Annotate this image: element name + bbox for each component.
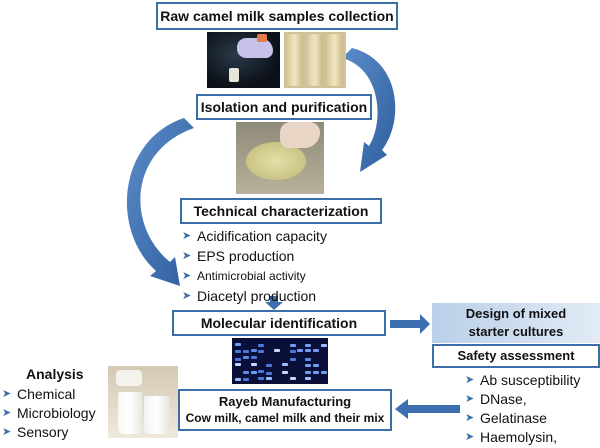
chevron-right-icon: ➤ bbox=[182, 230, 192, 242]
gel-band bbox=[242, 378, 249, 381]
gel-band bbox=[281, 371, 288, 374]
list-item: ➤Sensory bbox=[2, 424, 69, 440]
gel-band bbox=[235, 378, 241, 381]
sampling-photo bbox=[207, 32, 280, 88]
chevron-right-icon: ➤ bbox=[465, 431, 475, 443]
list-item: ➤EPS production bbox=[182, 248, 295, 264]
gel-band bbox=[235, 343, 241, 346]
design-box: Design of mixed starter cultures bbox=[432, 303, 600, 343]
gel-band bbox=[313, 349, 319, 352]
gel-band bbox=[313, 364, 319, 367]
isolation-box: Isolation and purification bbox=[196, 94, 372, 120]
dna-gel-photo bbox=[232, 338, 328, 384]
gel-band bbox=[242, 356, 249, 359]
gel-band bbox=[235, 350, 241, 353]
gel-band bbox=[266, 377, 273, 380]
safety-list: ➤Ab susceptibility ➤DNase, ➤Gelatinase ➤… bbox=[465, 371, 580, 447]
gel-band bbox=[305, 344, 312, 347]
gel-band bbox=[281, 363, 288, 366]
gel-band bbox=[305, 364, 312, 367]
gel-band bbox=[305, 349, 312, 352]
design-line-2: starter cultures bbox=[468, 324, 564, 339]
chevron-right-icon: ➤ bbox=[465, 412, 475, 424]
glass-shape bbox=[144, 396, 170, 434]
bottle-shape bbox=[229, 68, 239, 82]
gel-band bbox=[289, 358, 296, 361]
analysis-title: Analysis bbox=[26, 366, 84, 382]
gel-band bbox=[274, 349, 280, 352]
gel-band bbox=[250, 349, 257, 352]
gel-band bbox=[305, 371, 312, 374]
list-item: ➤Microbiology bbox=[2, 405, 96, 421]
gel-band bbox=[242, 371, 249, 374]
technical-box: Technical characterization bbox=[180, 198, 382, 224]
technical-list: ➤Acidification capacity ➤EPS production … bbox=[182, 226, 327, 306]
list-item: ➤Chemical bbox=[2, 386, 76, 402]
gel-band bbox=[305, 377, 312, 380]
chevron-right-icon: ➤ bbox=[182, 250, 192, 262]
list-item: ➤DNase, bbox=[465, 391, 527, 407]
gel-band bbox=[289, 377, 296, 380]
gel-band bbox=[297, 349, 304, 352]
gel-band bbox=[242, 350, 249, 353]
design-line-1: Design of mixed bbox=[465, 306, 567, 321]
gel-band bbox=[250, 371, 257, 374]
molecular-box: Molecular identification bbox=[172, 310, 386, 336]
list-item: ➤Diacetyl production bbox=[182, 288, 317, 304]
list-item: ➤Ab susceptibility bbox=[465, 372, 581, 388]
collection-box: Raw camel milk samples collection bbox=[156, 2, 398, 30]
tube-shape bbox=[307, 34, 323, 86]
gel-band bbox=[258, 344, 265, 347]
gel-band bbox=[320, 344, 327, 347]
chevron-right-icon: ➤ bbox=[465, 393, 475, 405]
milk-glasses-photo bbox=[108, 366, 178, 438]
hand-shape bbox=[280, 122, 320, 148]
cap-shape bbox=[257, 34, 267, 42]
gel-band bbox=[313, 371, 319, 374]
glass-shape bbox=[118, 392, 142, 434]
gel-band bbox=[258, 370, 265, 373]
gel-band bbox=[289, 350, 296, 353]
gel-band bbox=[235, 358, 241, 361]
sample-tubes-photo bbox=[284, 32, 346, 88]
gel-band bbox=[235, 363, 241, 366]
gel-band bbox=[250, 356, 257, 359]
gel-band bbox=[289, 344, 296, 347]
pitcher-shape bbox=[116, 370, 142, 386]
list-item: ➤Antimicrobial activity bbox=[182, 266, 327, 286]
petri-dish-photo bbox=[236, 122, 324, 194]
list-item: ➤Gelatinase bbox=[465, 410, 547, 426]
gel-band bbox=[258, 350, 265, 353]
rayeb-title: Rayeb Manufacturing bbox=[218, 394, 352, 409]
right-arrow-icon bbox=[390, 314, 430, 334]
gel-band bbox=[305, 358, 312, 361]
safety-box: Safety assessment bbox=[432, 344, 600, 368]
list-item: ➤Acidification capacity bbox=[182, 228, 327, 244]
dish-shape bbox=[246, 142, 306, 180]
left-arrow-icon bbox=[395, 399, 460, 419]
gel-band bbox=[266, 372, 273, 375]
chevron-right-icon: ➤ bbox=[2, 426, 12, 438]
chevron-right-icon: ➤ bbox=[182, 290, 192, 302]
rayeb-subtitle: Cow milk, camel milk and their mix bbox=[185, 411, 385, 425]
analysis-list: ➤Chemical ➤Microbiology ➤Sensory bbox=[2, 385, 96, 442]
rayeb-box: Rayeb Manufacturing Cow milk, camel milk… bbox=[178, 389, 392, 431]
gel-band bbox=[266, 364, 273, 367]
gel-band bbox=[258, 377, 265, 380]
glove-shape bbox=[237, 38, 273, 58]
chevron-right-icon: ➤ bbox=[2, 388, 12, 400]
tube-shape bbox=[287, 34, 303, 86]
tube-shape bbox=[327, 34, 343, 86]
chevron-right-icon: ➤ bbox=[465, 374, 475, 386]
gel-band bbox=[250, 363, 257, 366]
chevron-right-icon: ➤ bbox=[182, 270, 192, 282]
chevron-right-icon: ➤ bbox=[2, 407, 12, 419]
gel-band bbox=[320, 371, 327, 374]
list-item: ➤Haemolysin, bbox=[465, 429, 558, 445]
